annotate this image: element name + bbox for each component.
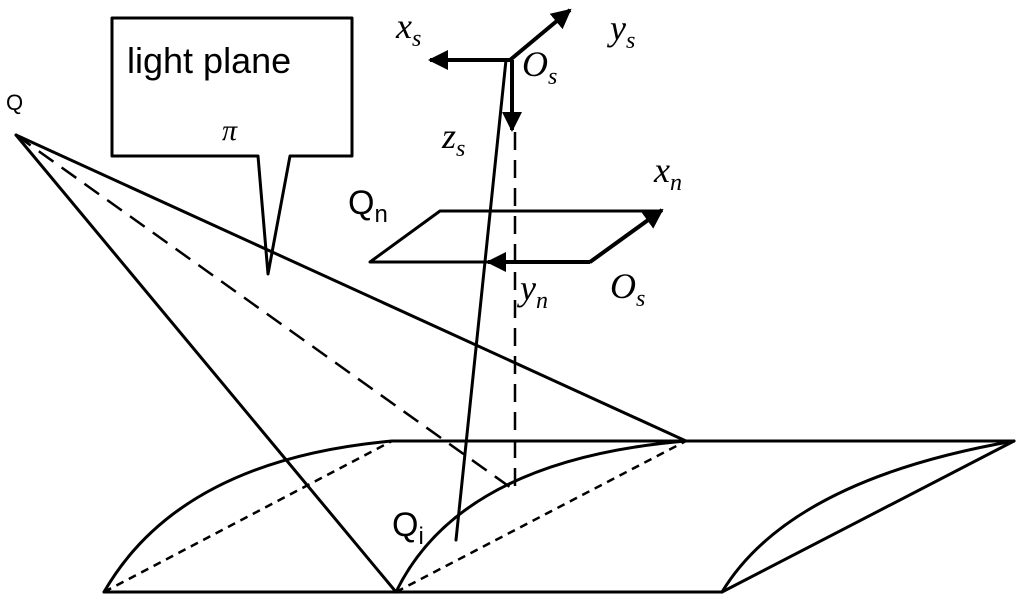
callout-label: light plane — [127, 40, 291, 81]
Q-label: Q — [6, 90, 23, 115]
xn-arrow — [588, 208, 664, 264]
xn-label: xn — [653, 150, 682, 196]
Qn-label: Qn — [348, 184, 388, 228]
plane-edge-lower — [14, 133, 398, 594]
pi-label: π — [222, 114, 238, 147]
surface-hidden-middle — [395, 439, 687, 594]
Os-mid-label: Os — [610, 266, 645, 312]
Os-top-label: Os — [522, 44, 557, 90]
zs-label: zs — [441, 116, 465, 162]
surface-middle-curve — [394, 439, 688, 594]
ys-arrow — [508, 8, 572, 62]
xs-label: xs — [395, 6, 421, 52]
yn-label: yn — [517, 268, 548, 314]
light-plane-callout — [110, 16, 354, 276]
plane-edge-upper — [14, 133, 688, 443]
plane-center-dashed — [15, 133, 515, 492]
surface-right-curve — [720, 439, 1016, 594]
surface-hidden-left — [103, 439, 393, 594]
ys-label: ys — [607, 8, 635, 54]
surface-right-edge — [720, 439, 1016, 594]
Qi-label: Qi — [392, 506, 424, 550]
camera-ray — [454, 58, 508, 542]
surface-left-curve — [102, 439, 394, 594]
